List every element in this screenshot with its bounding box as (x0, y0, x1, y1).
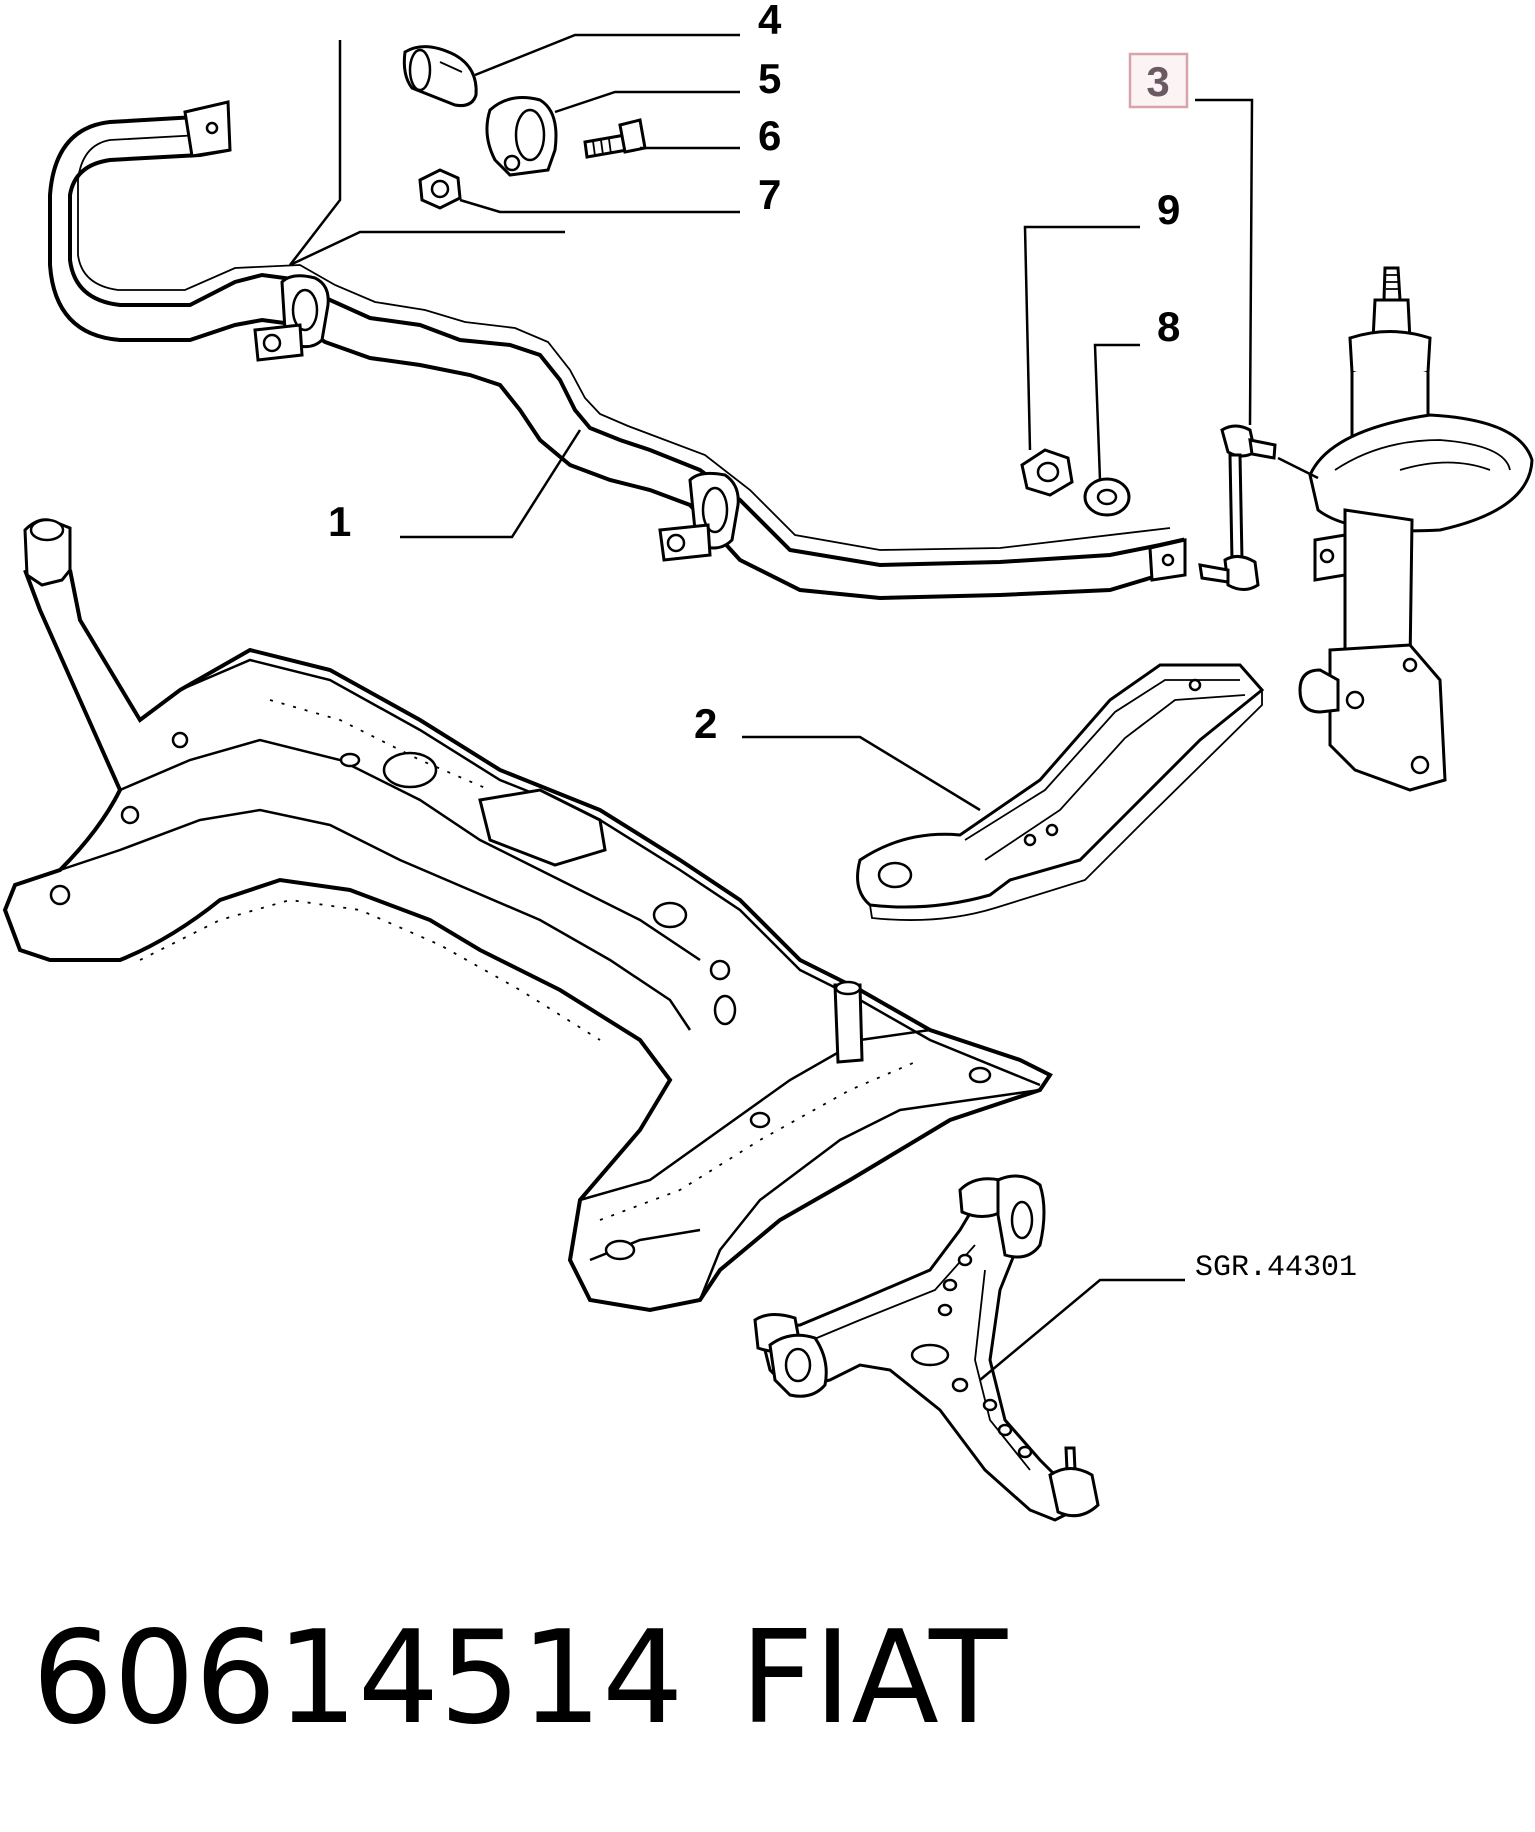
control-arm-part-2 (856, 663, 1265, 921)
callout-4: 4 (758, 0, 782, 43)
part-number-text: 60614514 (32, 1604, 684, 1753)
callout-8: 8 (1157, 303, 1180, 350)
stabilizer-link-part-3 (1198, 424, 1277, 591)
bolt-part-6 (583, 118, 647, 159)
subframe-crossmember (2, 518, 1053, 1313)
washer-part-8 (1083, 477, 1131, 517)
bar-bushing-right (658, 471, 740, 562)
reference-code-label: SGR.44301 (1195, 1251, 1357, 1285)
callout-1: 1 (328, 498, 351, 545)
callout-3-highlight-box (1128, 52, 1189, 109)
callout-5: 5 (758, 55, 781, 102)
callout-6: 6 (758, 112, 781, 159)
suspension-strut (1298, 266, 1534, 792)
nut-part-9 (1020, 448, 1074, 497)
bar-bushing-left (253, 274, 330, 362)
callout-9: 9 (1157, 186, 1180, 233)
callout-2: 2 (694, 700, 717, 747)
callout-labels: 4 5 6 7 1 2 9 8 3 SGR.44301 (328, 0, 1357, 1285)
callout-7: 7 (758, 171, 781, 218)
nut-part-7 (418, 168, 462, 210)
stabilizer-bar (48, 100, 1187, 601)
callout-3: 3 (1146, 58, 1169, 105)
lower-wishbone (753, 1174, 1100, 1522)
bushing-part-4 (402, 45, 478, 107)
brand-text: FIAT (740, 1604, 1008, 1753)
clamp-part-5 (485, 96, 558, 177)
leader-lines (289, 33, 1319, 1381)
